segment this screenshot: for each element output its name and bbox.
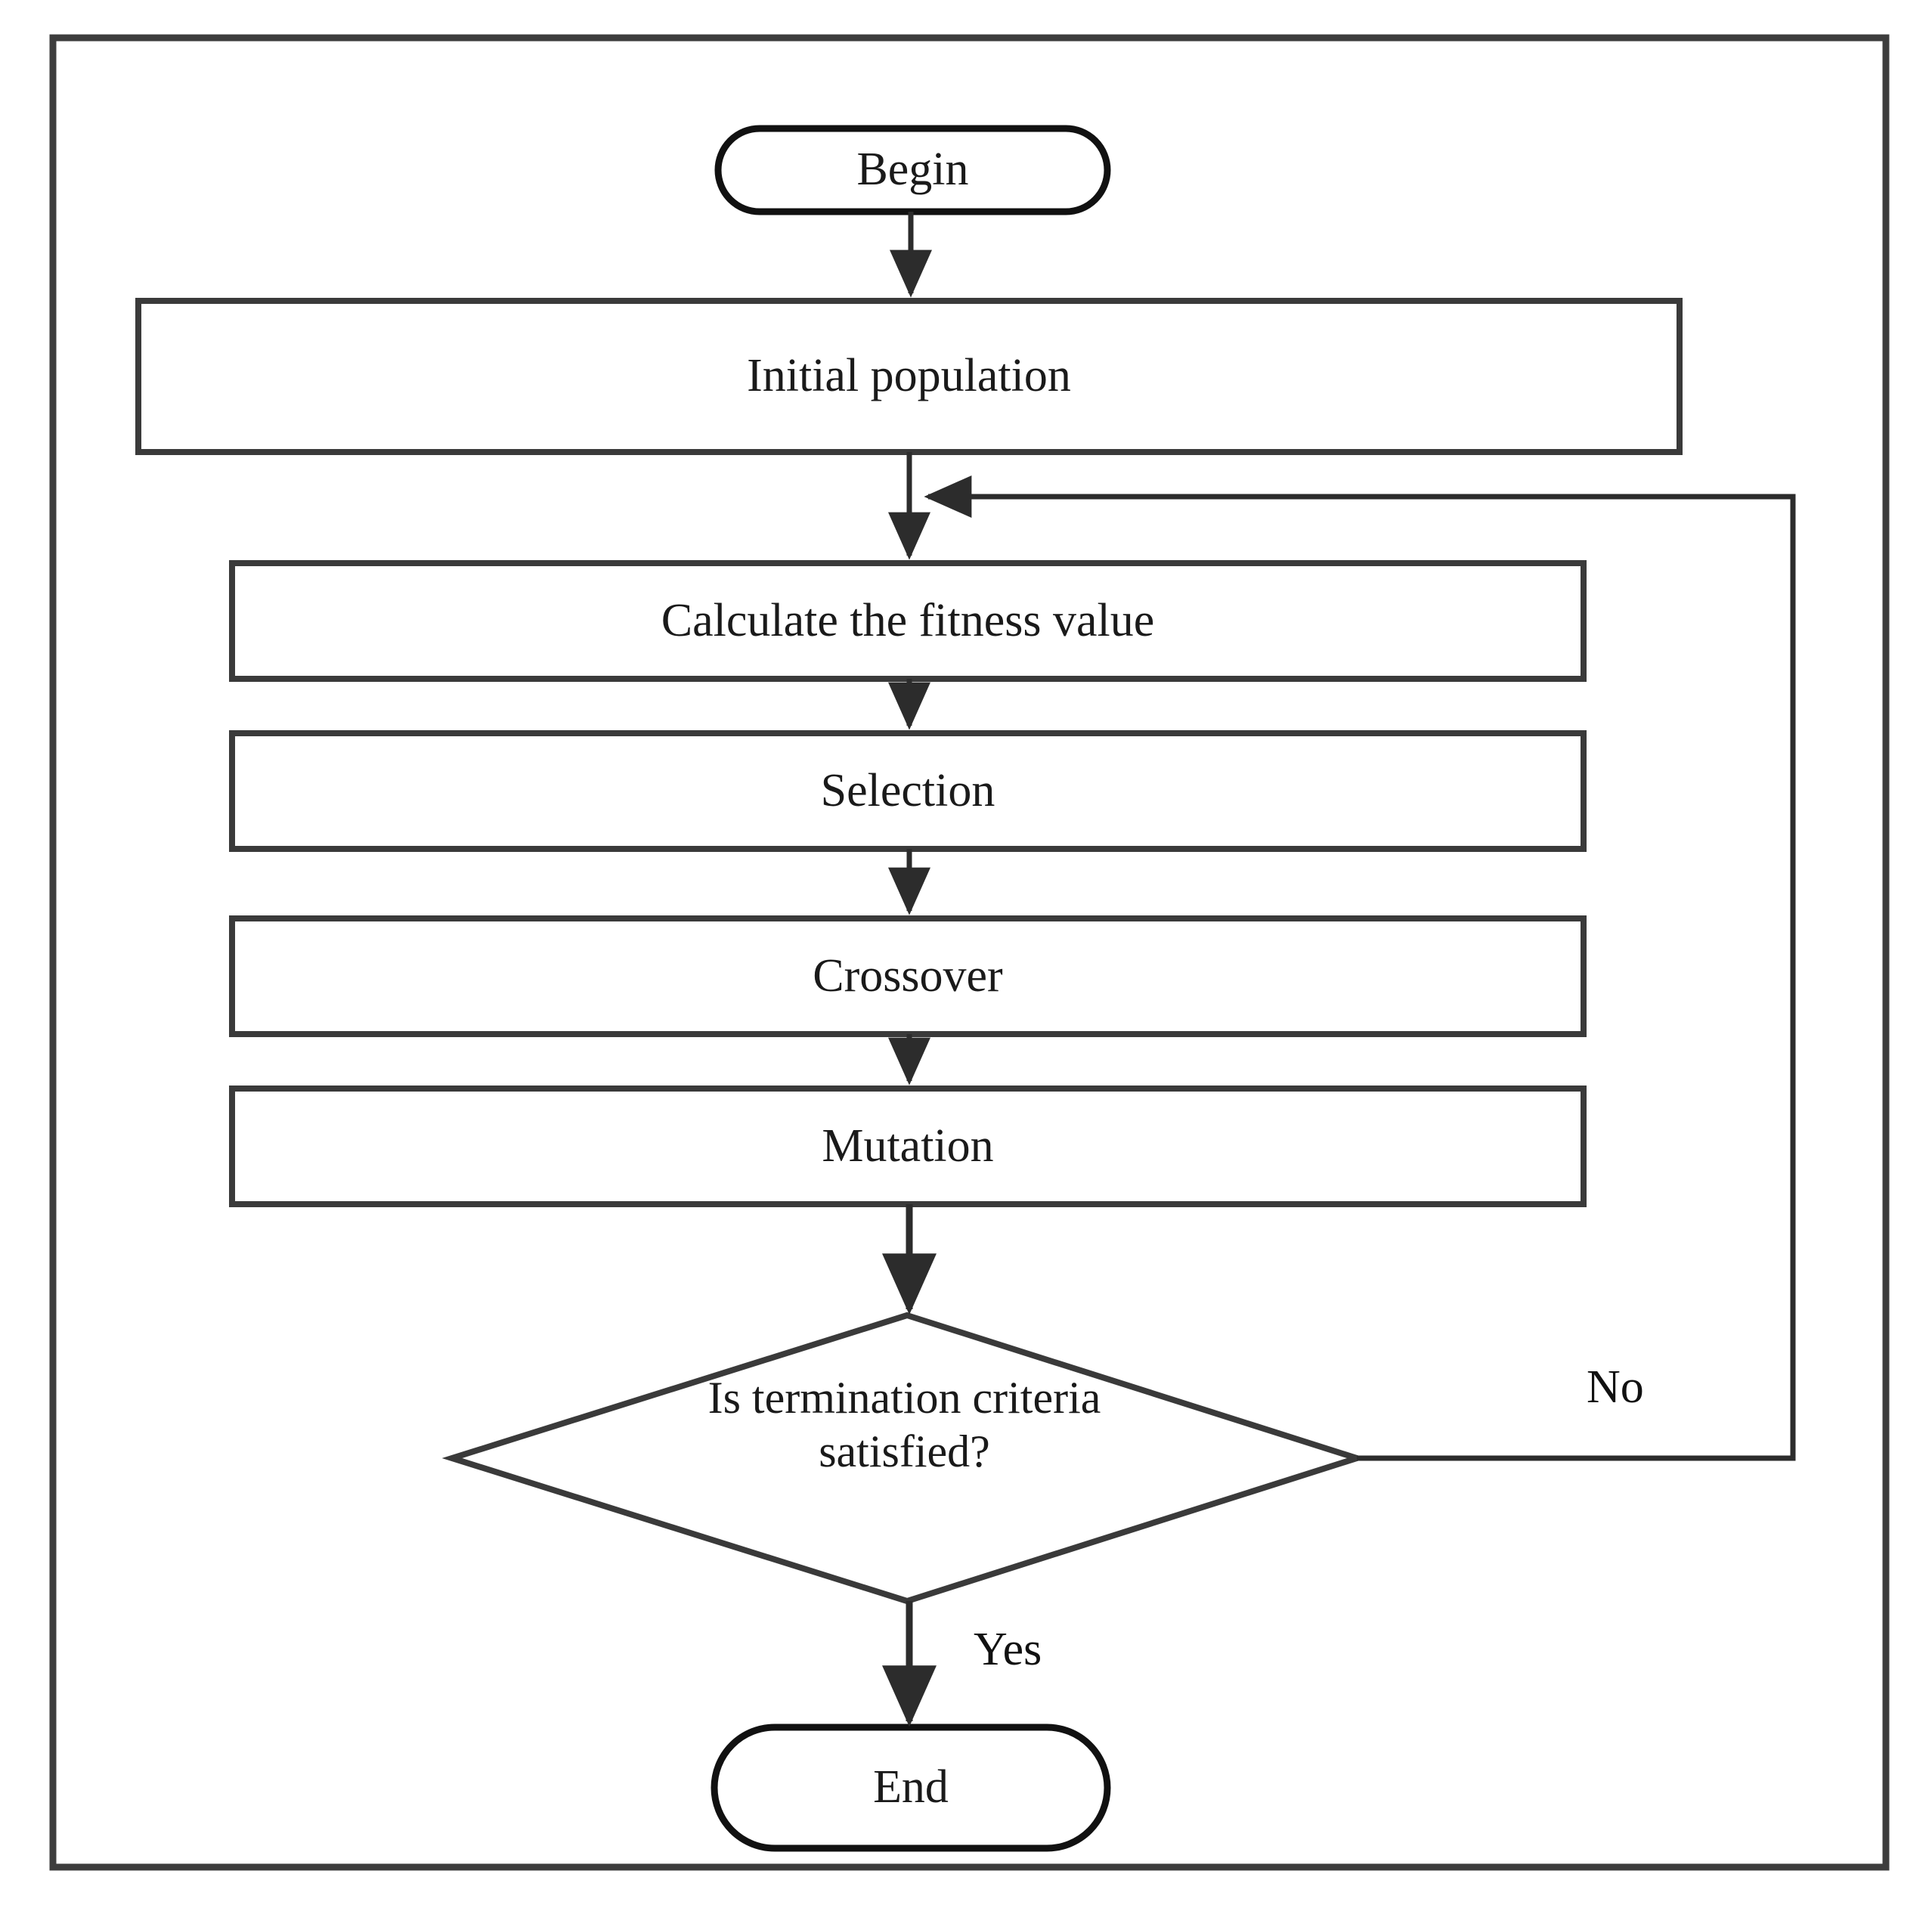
node-calculate-fitness-shape[interactable] [229,560,1587,682]
outer-border [49,34,1890,1871]
node-begin-shape[interactable] [714,125,1111,215]
node-mutation-shape[interactable] [229,1086,1587,1207]
node-end-shape[interactable] [711,1724,1111,1852]
edge-decision-no-loopback [924,475,1796,1461]
node-initial-population-shape[interactable] [135,298,1683,455]
node-selection-shape[interactable] [229,730,1587,852]
node-crossover-shape[interactable] [229,915,1587,1037]
node-termination-decision-shape[interactable] [441,1312,1367,1605]
